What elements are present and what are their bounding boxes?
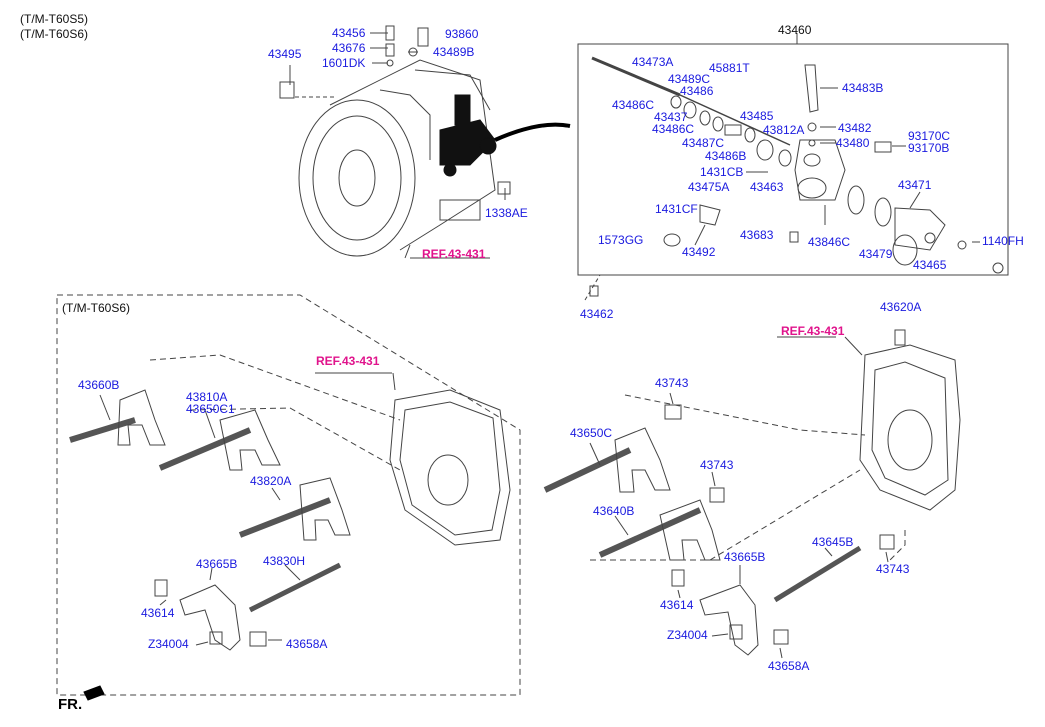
part-label[interactable]: 43486C [612, 98, 655, 112]
part-label[interactable]: 43487C [682, 136, 725, 150]
part-label[interactable]: 43473A [632, 55, 674, 69]
part-label[interactable]: 43489B [433, 45, 475, 59]
part-label[interactable]: 43479 [859, 247, 893, 261]
part-label[interactable]: 43462 [580, 307, 614, 321]
part-label[interactable]: 43492 [682, 245, 716, 259]
part-label[interactable]: 43486C [652, 122, 695, 136]
reference-link[interactable]: REF.43-431 [781, 324, 845, 338]
assembly-label: 43460 [778, 23, 812, 37]
part-label[interactable]: 43683 [740, 228, 774, 242]
part-label[interactable]: 43614 [141, 606, 175, 620]
part-label[interactable]: 43645B [812, 535, 854, 549]
part-label[interactable]: 1338AE [485, 206, 528, 220]
part-label[interactable]: 43846C [808, 235, 851, 249]
part-label[interactable]: 43650C1 [186, 402, 235, 416]
part-label[interactable]: 43658A [768, 659, 810, 673]
part-label[interactable]: 43660B [78, 378, 120, 392]
part-label[interactable]: 43486 [680, 84, 714, 98]
part-label[interactable]: 43812A [763, 123, 805, 137]
part-label[interactable]: 43810A [186, 390, 228, 404]
shift-housing [439, 119, 496, 166]
part-label[interactable]: 43456 [332, 26, 366, 40]
part-label[interactable]: 43743 [876, 562, 910, 576]
reference-link[interactable]: REF.43-431 [422, 247, 486, 261]
part-label[interactable]: 93170C [908, 129, 951, 143]
part-label[interactable]: 43495 [268, 47, 302, 61]
part-label[interactable]: 43665B [724, 550, 766, 564]
part-label[interactable]: Z34004 [667, 628, 708, 642]
part-label[interactable]: 43483B [842, 81, 884, 95]
part-label[interactable]: 1140FH [982, 234, 1024, 248]
part-label[interactable]: 43830H [263, 554, 306, 568]
part-label[interactable]: 93170B [908, 141, 950, 155]
part-label[interactable]: 43463 [750, 180, 784, 194]
assembly-frame [577, 43, 1009, 276]
part-label[interactable]: 43471 [898, 178, 932, 192]
part-label[interactable]: 43620A [880, 300, 922, 314]
part-label[interactable]: 1431CF [655, 202, 698, 216]
left-case [389, 389, 511, 546]
part-label[interactable]: 45881T [709, 61, 750, 75]
part-label[interactable]: 43475A [688, 180, 730, 194]
part-label[interactable]: 43650C [570, 426, 613, 440]
part-label[interactable]: 43465 [913, 258, 947, 272]
front-arrow-icon [83, 685, 105, 701]
part-label[interactable]: 43614 [660, 598, 694, 612]
part-label[interactable]: 93860 [445, 27, 479, 41]
part-label[interactable]: 43437 [654, 110, 688, 124]
part-label[interactable]: 43485 [740, 109, 774, 123]
part-label[interactable]: 43743 [655, 376, 689, 390]
part-label[interactable]: 43665B [196, 557, 238, 571]
part-label[interactable]: Z34004 [148, 637, 189, 651]
part-label[interactable]: 43489C [668, 72, 711, 86]
part-label[interactable]: 1573GG [598, 233, 644, 247]
part-label[interactable]: 1431CB [700, 165, 744, 179]
model-header-s6: (T/M-T60S6) [20, 27, 89, 41]
reference-link[interactable]: REF.43-431 [316, 354, 380, 368]
part-label[interactable]: 43640B [593, 504, 635, 518]
model-header-s5: (T/M-T60S5) [20, 12, 89, 26]
t60s6-box-label: (T/M-T60S6) [62, 301, 131, 315]
front-direction-label: FR. [58, 696, 83, 713]
part-label[interactable]: 43486B [705, 149, 747, 163]
part-label[interactable]: 43743 [700, 458, 734, 472]
part-label[interactable]: 43820A [250, 474, 292, 488]
part-label[interactable]: 43658A [286, 637, 328, 651]
t60s6-frame [56, 294, 521, 696]
part-label[interactable]: 43676 [332, 41, 366, 55]
part-label[interactable]: 43482 [838, 121, 872, 135]
part-label[interactable]: 43480 [836, 136, 870, 150]
right-case [859, 344, 961, 511]
part-label[interactable]: 1601DK [322, 56, 366, 70]
